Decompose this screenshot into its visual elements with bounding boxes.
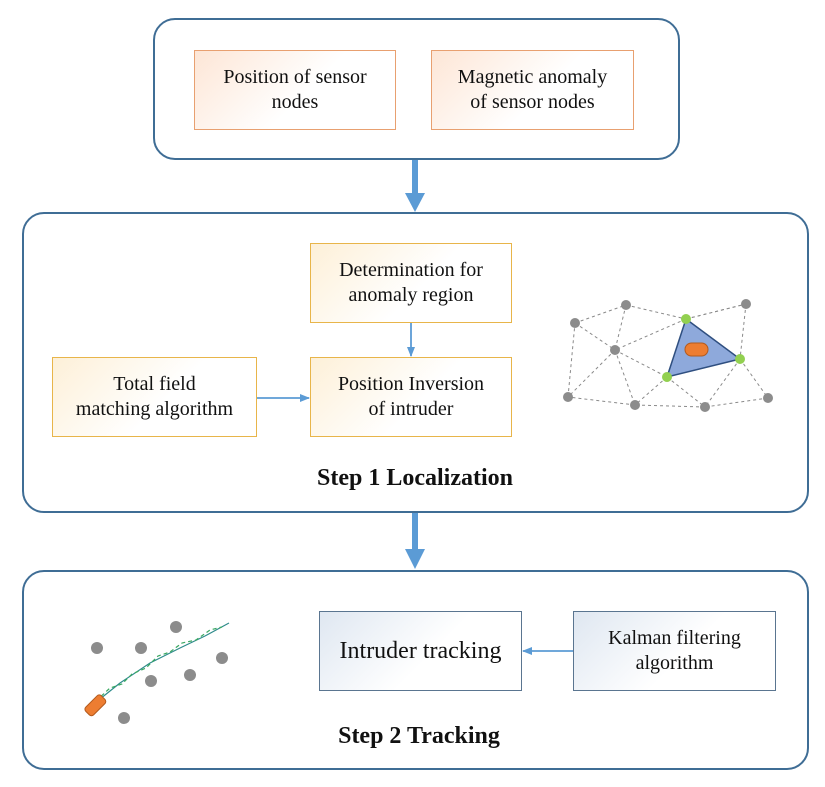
- anomaly-region-label: Determination for anomaly region: [339, 259, 483, 306]
- tracked-intruder-marker: [84, 694, 107, 717]
- estimated-trajectory: [95, 626, 223, 702]
- intruder-tracking-box: Intruder tracking: [319, 611, 522, 691]
- magnetic-anomaly-box: Magnetic anomaly of sensor nodes: [431, 50, 634, 130]
- tracking-illustration: [84, 621, 230, 724]
- total-field-matching-label: Total field matching algorithm: [75, 373, 234, 420]
- magnetic-anomaly-label: Magnetic anomaly of sensor nodes: [457, 66, 608, 113]
- anomaly-region-box: Determination for anomaly region: [310, 243, 512, 323]
- true-trajectory: [94, 622, 230, 704]
- kalman-filtering-box: Kalman filtering algorithm: [573, 611, 776, 691]
- position-inversion-box: Position Inversion of intruder: [310, 357, 512, 437]
- kalman-filtering-label: Kalman filtering algorithm: [608, 627, 741, 674]
- total-field-matching-box: Total field matching algorithm: [52, 357, 257, 437]
- arrow-step1-to-step2: [405, 513, 425, 569]
- position-of-sensor-nodes-label: Position of sensor nodes: [223, 66, 367, 113]
- position-of-sensor-nodes-box: Position of sensor nodes: [194, 50, 396, 130]
- sensor-network-illustration: [563, 299, 773, 412]
- intruder-tracking-label: Intruder tracking: [339, 638, 502, 664]
- arrow-inputs-to-step1: [405, 160, 425, 212]
- intruder-marker: [684, 342, 709, 357]
- step1-title: Step 1 Localization: [317, 465, 513, 491]
- step2-title: Step 2 Tracking: [338, 723, 500, 749]
- position-inversion-label: Position Inversion of intruder: [337, 373, 485, 420]
